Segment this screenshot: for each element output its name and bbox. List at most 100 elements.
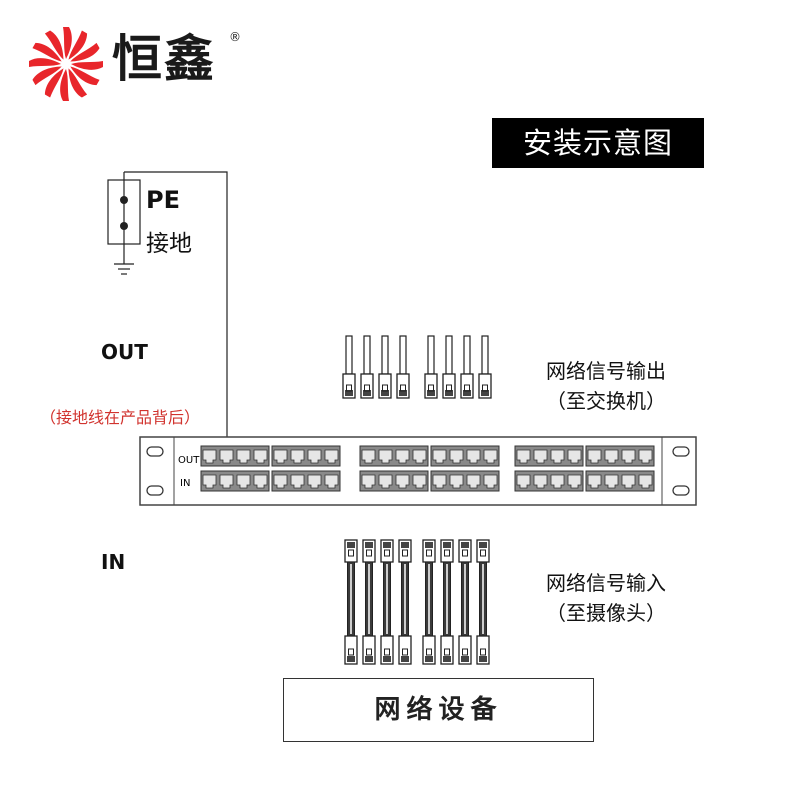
pinwheel-logo-icon xyxy=(29,27,103,101)
out-cable xyxy=(396,335,410,399)
rj45-plug xyxy=(424,373,438,399)
in-desc-line1: 网络信号输入 xyxy=(546,571,666,595)
in-cable xyxy=(380,539,394,665)
patch-panel: OUT IN xyxy=(139,436,697,506)
logo-petal xyxy=(60,69,69,101)
port-group xyxy=(514,470,584,492)
rj45-port xyxy=(307,449,322,464)
ground-label: 接地 xyxy=(146,231,192,257)
out-description: 网络信号输出 （至交换机） xyxy=(526,356,686,416)
logo-petal xyxy=(68,68,88,98)
port-group xyxy=(200,470,270,492)
port-group xyxy=(271,445,341,467)
rj45-port xyxy=(324,449,339,464)
rj45-port xyxy=(587,474,602,489)
rj45-plug xyxy=(380,539,394,563)
rj45-port xyxy=(516,474,531,489)
rj45-port xyxy=(483,474,498,489)
ground-note: （接地线在产品背后） xyxy=(40,408,201,427)
rj45-port xyxy=(432,449,447,464)
rj45-plug xyxy=(398,539,412,563)
rj45-port xyxy=(483,449,498,464)
mount-slot xyxy=(146,446,164,457)
mount-slot xyxy=(146,485,164,496)
rj45-port xyxy=(219,449,234,464)
rj45-port xyxy=(516,449,531,464)
out-cable xyxy=(460,335,474,399)
out-desc-line2: （至交换机） xyxy=(546,389,666,413)
rj45-plug xyxy=(380,635,394,665)
port-group xyxy=(271,470,341,492)
port-group xyxy=(514,445,584,467)
rj45-plug xyxy=(362,539,376,563)
rj45-plug xyxy=(440,635,454,665)
rj45-port xyxy=(236,474,251,489)
mount-slot xyxy=(672,446,690,457)
rj45-port xyxy=(273,474,288,489)
rj45-plug xyxy=(362,635,376,665)
pe-label: PE xyxy=(146,186,180,214)
rj45-port xyxy=(567,449,582,464)
panel-in-tag: IN xyxy=(180,478,190,489)
rj45-port xyxy=(273,449,288,464)
network-device-box: 网络设备 xyxy=(283,678,594,742)
rj45-plug xyxy=(440,539,454,563)
rj45-port xyxy=(361,449,376,464)
logo-petal xyxy=(32,42,62,62)
rj45-plug xyxy=(398,635,412,665)
rj45-plug xyxy=(478,373,492,399)
in-description: 网络信号输入 （至摄像头） xyxy=(526,568,686,628)
rj45-port xyxy=(449,474,464,489)
rj45-port xyxy=(449,449,464,464)
rj45-port xyxy=(236,449,251,464)
logo-petal xyxy=(68,30,88,60)
port-group xyxy=(359,445,429,467)
brand-name: 恒鑫 xyxy=(112,30,216,88)
port-group xyxy=(585,470,655,492)
rj45-port xyxy=(412,449,427,464)
rj45-port xyxy=(567,474,582,489)
diagram-title: 安装示意图 xyxy=(492,118,704,168)
rj45-plug xyxy=(442,373,456,399)
rj45-port xyxy=(412,474,427,489)
rj45-plug xyxy=(458,635,472,665)
ground-wire xyxy=(107,171,228,440)
logo-petal xyxy=(32,66,62,86)
in-cable xyxy=(440,539,454,665)
rj45-port xyxy=(621,449,636,464)
out-cable xyxy=(442,335,456,399)
rj45-port xyxy=(432,474,447,489)
panel-out-tag: OUT xyxy=(178,455,200,466)
rj45-port xyxy=(290,474,305,489)
rj45-plug xyxy=(396,373,410,399)
rj45-port xyxy=(202,449,217,464)
rj45-plug xyxy=(458,539,472,563)
logo-petal xyxy=(70,42,100,62)
rj45-plug xyxy=(476,539,490,563)
rj45-port xyxy=(533,449,548,464)
rj45-plug xyxy=(460,373,474,399)
terminal-dot xyxy=(120,196,128,204)
rj45-port xyxy=(253,474,268,489)
rj45-port xyxy=(466,449,481,464)
out-desc-line1: 网络信号输出 xyxy=(546,359,666,383)
rj45-port xyxy=(202,474,217,489)
rj45-port xyxy=(638,449,653,464)
rj45-port xyxy=(533,474,548,489)
rj45-plug xyxy=(422,539,436,563)
port-group xyxy=(430,470,500,492)
rj45-port xyxy=(378,449,393,464)
logo-petal xyxy=(44,30,64,60)
in-cable xyxy=(422,539,436,665)
in-desc-line2: （至摄像头） xyxy=(546,601,666,625)
logo-petal xyxy=(70,66,100,86)
rj45-port xyxy=(324,474,339,489)
rj45-port xyxy=(550,449,565,464)
rj45-plug xyxy=(360,373,374,399)
in-cable xyxy=(476,539,490,665)
rj45-port xyxy=(219,474,234,489)
registered-mark: ® xyxy=(229,30,241,44)
out-cable xyxy=(424,335,438,399)
port-group xyxy=(200,445,270,467)
